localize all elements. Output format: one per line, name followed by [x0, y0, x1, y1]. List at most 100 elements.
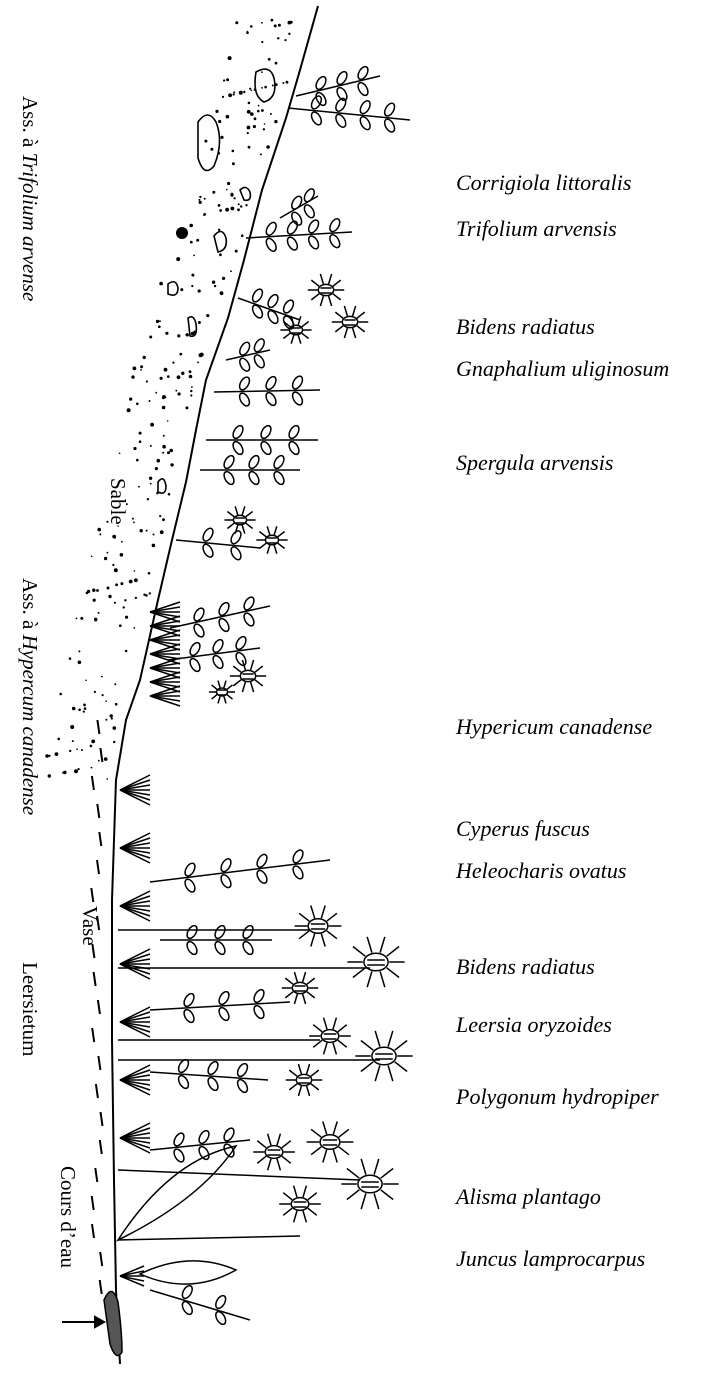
sand-dot	[83, 711, 85, 713]
sand-dot	[48, 774, 51, 777]
sand-dot	[140, 365, 143, 368]
sand-dot	[258, 105, 260, 107]
sand-dot	[261, 41, 263, 43]
sprig-icon	[176, 527, 260, 562]
sand-dot	[113, 741, 115, 743]
sand-dot	[149, 336, 152, 339]
sand-dot	[139, 432, 142, 435]
sand-dot	[138, 486, 140, 488]
sand-dot	[155, 467, 158, 470]
water-texture	[91, 720, 102, 1294]
bidens-flower-icon	[347, 937, 404, 987]
sand-dot	[107, 552, 109, 554]
sand-dot	[80, 617, 83, 620]
sand-dot	[165, 332, 168, 335]
grass-tuft	[120, 833, 150, 863]
black-stone	[176, 227, 188, 239]
sand-dot	[150, 423, 154, 427]
sand-dot	[57, 738, 60, 741]
sand-dot	[160, 377, 163, 380]
sand-dot	[232, 150, 235, 153]
sand-dot	[129, 398, 132, 401]
sand-dot	[239, 91, 243, 95]
grass-tuft	[120, 1123, 150, 1153]
sand-dot	[149, 477, 152, 480]
sand-dot	[76, 618, 78, 620]
sand-dot	[91, 556, 93, 558]
sand-dot	[254, 117, 257, 120]
arrow-icon	[62, 1317, 104, 1327]
sand-dot	[264, 123, 266, 125]
sand-dot	[214, 285, 216, 287]
sand-dot	[90, 745, 93, 748]
sand-dot	[286, 81, 289, 84]
cours-deau-label: Cours d’eau	[57, 1166, 78, 1268]
sand-dot	[264, 86, 267, 89]
association-species: Hypercum canadense	[18, 635, 42, 816]
species-label: Leersia oryzoides	[456, 1014, 612, 1036]
sprig-icon	[288, 94, 410, 133]
sand-dot	[159, 320, 161, 322]
bidens-flower-icon	[253, 1134, 295, 1171]
sprig-icon	[168, 635, 260, 673]
sand-dot	[198, 321, 201, 324]
sand-dot	[274, 120, 277, 123]
sand-dot	[248, 146, 251, 149]
sand-dot	[251, 90, 253, 92]
sand-dot	[117, 525, 119, 527]
sand-dot	[146, 380, 148, 382]
pebble-icon	[198, 115, 220, 171]
sand-dot	[191, 386, 193, 388]
sand-dot	[120, 582, 123, 585]
sand-dot	[127, 408, 131, 412]
sand-dot	[191, 332, 195, 336]
sand-dot	[164, 368, 168, 372]
sprig-icon	[200, 454, 300, 486]
sand-dot	[48, 755, 50, 757]
sand-dot	[94, 618, 98, 622]
sand-dot	[247, 126, 251, 130]
sand-dot	[133, 447, 136, 450]
sand-dot	[105, 700, 107, 702]
sand-dot	[191, 285, 193, 287]
sand-dot	[199, 201, 202, 204]
sand-dot	[134, 578, 138, 582]
sand-dot	[191, 274, 194, 277]
sand-dot	[190, 394, 192, 396]
bidens-flower-icon	[279, 1186, 321, 1223]
sand-dot	[167, 420, 169, 422]
sand-dot	[177, 375, 181, 379]
sand-dot	[104, 757, 108, 761]
sand-dot	[125, 650, 127, 652]
sprig-icon	[238, 287, 300, 330]
species-label: Bidens radiatus	[456, 956, 595, 978]
bidens-flower-icon	[282, 972, 318, 1004]
grass-tuft	[120, 1266, 144, 1286]
sand-dot	[268, 58, 271, 61]
sand-dot	[240, 205, 242, 207]
grass-tuft	[150, 644, 180, 664]
sand-dot	[162, 406, 166, 410]
sand-dot	[230, 270, 232, 272]
water-dash	[101, 1112, 103, 1126]
sand-dot	[136, 459, 139, 462]
sand-dot	[84, 707, 87, 710]
sand-dot	[177, 334, 180, 337]
sand-dot	[197, 361, 199, 363]
sand-dot	[185, 406, 188, 409]
bidens-flower-icon	[230, 660, 266, 692]
sand-dot	[176, 257, 180, 261]
sand-dot	[72, 740, 74, 742]
sand-dot	[162, 518, 165, 521]
water-dash	[92, 1196, 94, 1210]
sand-dot	[278, 24, 281, 27]
bidens-flower-icon	[295, 906, 342, 947]
sprig-icon	[226, 337, 270, 373]
sand-dot	[102, 694, 104, 696]
sand-dot	[111, 717, 113, 719]
sand-dot	[143, 356, 146, 359]
sand-dot	[261, 87, 263, 89]
sand-dot	[260, 153, 262, 155]
sand-dot	[210, 148, 213, 151]
